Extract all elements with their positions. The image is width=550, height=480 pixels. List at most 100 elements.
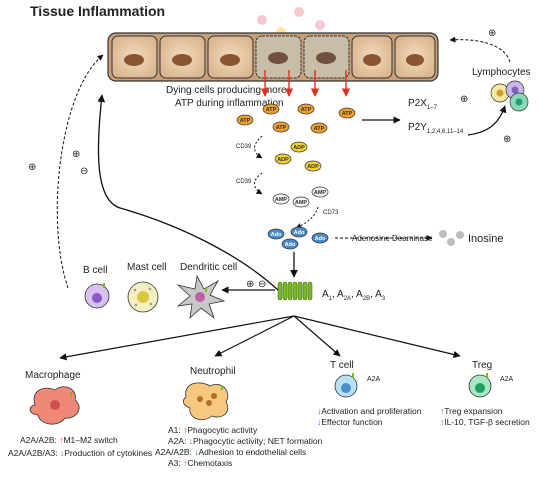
adp-molecule: ADP bbox=[290, 141, 308, 153]
p2y-receptor-label: P2Y1,2,4,6,11–14 bbox=[408, 122, 464, 135]
cell-3 bbox=[207, 35, 254, 79]
dying-cells-caption-line2: ATP during inflammation bbox=[175, 98, 284, 109]
mast-cell-icon bbox=[127, 281, 159, 313]
svg-text:AMP: AMP bbox=[314, 190, 327, 196]
svg-text:ADP: ADP bbox=[277, 157, 289, 163]
adenosine-molecule: Ado bbox=[281, 238, 299, 250]
treg-effect-1: ↑Treg expansion bbox=[440, 406, 503, 416]
minus-sign-feedback: ⊖ bbox=[80, 166, 88, 177]
svg-text:ATP: ATP bbox=[276, 125, 287, 131]
adp-molecule: ADP bbox=[304, 160, 322, 172]
treg-receptor-label: A2A bbox=[500, 376, 514, 383]
dying-cell-1 bbox=[255, 35, 302, 79]
svg-text:Ado: Ado bbox=[294, 230, 305, 236]
adenosine-receptor-label: A1, A2A, A2B, A3 bbox=[322, 289, 386, 302]
svg-text:AMP: AMP bbox=[275, 197, 288, 203]
t-cell-label: T cell bbox=[330, 360, 354, 371]
plus-sign-b-cell: ⊕ bbox=[28, 162, 36, 173]
treg-effect-2: ↑IL-10, TGF-β secretion bbox=[440, 417, 530, 427]
receptor-to-cells-feedback-arrow bbox=[97, 94, 279, 291]
b-cell-label: B cell bbox=[83, 265, 107, 276]
receptor-fanout-arrows bbox=[59, 315, 461, 361]
plus-sign-feedback: ⊕ bbox=[72, 149, 80, 160]
cell-1 bbox=[111, 35, 158, 79]
svg-text:ADP: ADP bbox=[307, 164, 319, 170]
svg-text:Ado: Ado bbox=[271, 232, 282, 238]
atp-molecule: ATP bbox=[262, 103, 280, 115]
amp-molecule: AMP bbox=[292, 196, 310, 208]
adenosine-molecule: Ado bbox=[267, 228, 285, 240]
svg-text:AMP: AMP bbox=[295, 200, 308, 206]
lymphocyte-feedback-arrow bbox=[449, 36, 511, 63]
neutrophil-effect-4: A3: ↑Chemotaxis bbox=[168, 458, 232, 468]
p2x-receptor-label: P2X1–7 bbox=[408, 98, 438, 111]
atp-release-arrows bbox=[260, 70, 351, 97]
p2-to-lymphocytes-arrow bbox=[467, 105, 507, 136]
lymphocyte-cluster bbox=[490, 80, 529, 112]
svg-text:ADP: ADP bbox=[293, 145, 305, 151]
macrophage-icon bbox=[29, 386, 80, 425]
svg-text:Ado: Ado bbox=[285, 242, 296, 248]
cd39-arrow-2 bbox=[254, 172, 263, 195]
t-cell-effect-1: ↓Activation and proliferation bbox=[317, 406, 422, 416]
treg-label: Treg bbox=[472, 360, 492, 371]
t-cell-effect-2: ↓Effector function bbox=[317, 417, 383, 427]
dying-cells-caption-line1: Dying cells producing more bbox=[166, 85, 287, 96]
cd39-arrow-1 bbox=[254, 135, 263, 159]
treg-icon bbox=[468, 373, 492, 398]
atp-molecule: ATP bbox=[236, 114, 254, 126]
neutrophil-effect-2: A2A: ↓Phagocytic activity; NET formation bbox=[168, 436, 323, 446]
macrophage-effect-1: A2A/A2B: ↑M1–M2 switch bbox=[20, 435, 118, 445]
t-cell-receptor-label: A2A bbox=[367, 376, 381, 383]
neutrophil-label: Neutrophil bbox=[190, 366, 236, 377]
atp-molecule: ATP bbox=[310, 122, 328, 134]
neutrophil-effect-1: A1: ↑Phagocytic activity bbox=[168, 425, 258, 435]
macrophage-effect-2: A2A/A2B/A3: ↓Production of cytokines bbox=[8, 448, 152, 458]
plus-sign-p2y: ⊕ bbox=[503, 134, 511, 145]
adenosine-molecules: Ado Ado Ado Ado bbox=[267, 226, 329, 250]
svg-text:ATP: ATP bbox=[342, 111, 353, 117]
atp-molecules: ATP ATP ATP ATP ATP ATP bbox=[236, 103, 356, 134]
cell-2 bbox=[159, 35, 206, 79]
adenosine-deaminase-label: Adenosine Deaminase bbox=[352, 234, 433, 243]
cd73-label: CD73 bbox=[323, 210, 339, 216]
macrophage-label: Macrophage bbox=[25, 370, 81, 381]
amp-molecules: AMP AMP AMP bbox=[272, 186, 329, 208]
minus-sign-dc: ⊖ bbox=[258, 279, 266, 290]
atp-molecule: ATP bbox=[297, 103, 315, 115]
adenosine-molecule: Ado bbox=[290, 226, 308, 238]
atp-molecule: ATP bbox=[272, 121, 290, 133]
neutrophil-effect-3: A2A/A2B: ↓Adhesion to endothelial cells bbox=[155, 447, 306, 457]
epithelial-cell-row bbox=[107, 32, 439, 82]
dendritic-cell-icon bbox=[176, 274, 226, 320]
adp-molecule: ADP bbox=[274, 153, 292, 165]
atp-molecule: ATP bbox=[338, 107, 356, 119]
plus-sign-dc: ⊕ bbox=[246, 279, 254, 290]
cell-7 bbox=[394, 35, 436, 79]
adenosine-receptor-icon bbox=[277, 281, 313, 301]
lymphocytes-label: Lymphocytes bbox=[472, 67, 531, 78]
t-cell-icon bbox=[334, 373, 358, 398]
amp-molecule: AMP bbox=[272, 193, 290, 205]
plus-sign-lymphocytes: ⊕ bbox=[488, 28, 496, 39]
svg-text:ATP: ATP bbox=[266, 107, 277, 113]
inosine-label: Inosine bbox=[468, 233, 503, 245]
svg-text:ATP: ATP bbox=[301, 107, 312, 113]
neutrophil-icon bbox=[182, 382, 229, 421]
adp-molecules: ADP ADP ADP bbox=[274, 141, 322, 172]
cd39-label-1: CD39 bbox=[236, 144, 252, 150]
diagram-title: Tissue Inflammation bbox=[30, 3, 165, 19]
cd73-arrow bbox=[295, 206, 319, 229]
amp-molecule: AMP bbox=[311, 186, 329, 198]
b-cell-feedback-arrow bbox=[56, 54, 104, 289]
b-cell-icon bbox=[84, 283, 110, 309]
plus-sign-p2: ⊕ bbox=[460, 94, 468, 105]
cd39-label-2: CD39 bbox=[236, 179, 252, 185]
svg-text:Ado: Ado bbox=[315, 236, 326, 242]
dendritic-cell-label: Dendritic cell bbox=[180, 262, 237, 273]
dying-cell-2 bbox=[303, 35, 350, 79]
svg-text:ATP: ATP bbox=[314, 126, 325, 132]
adenosine-molecule: Ado bbox=[311, 232, 329, 244]
